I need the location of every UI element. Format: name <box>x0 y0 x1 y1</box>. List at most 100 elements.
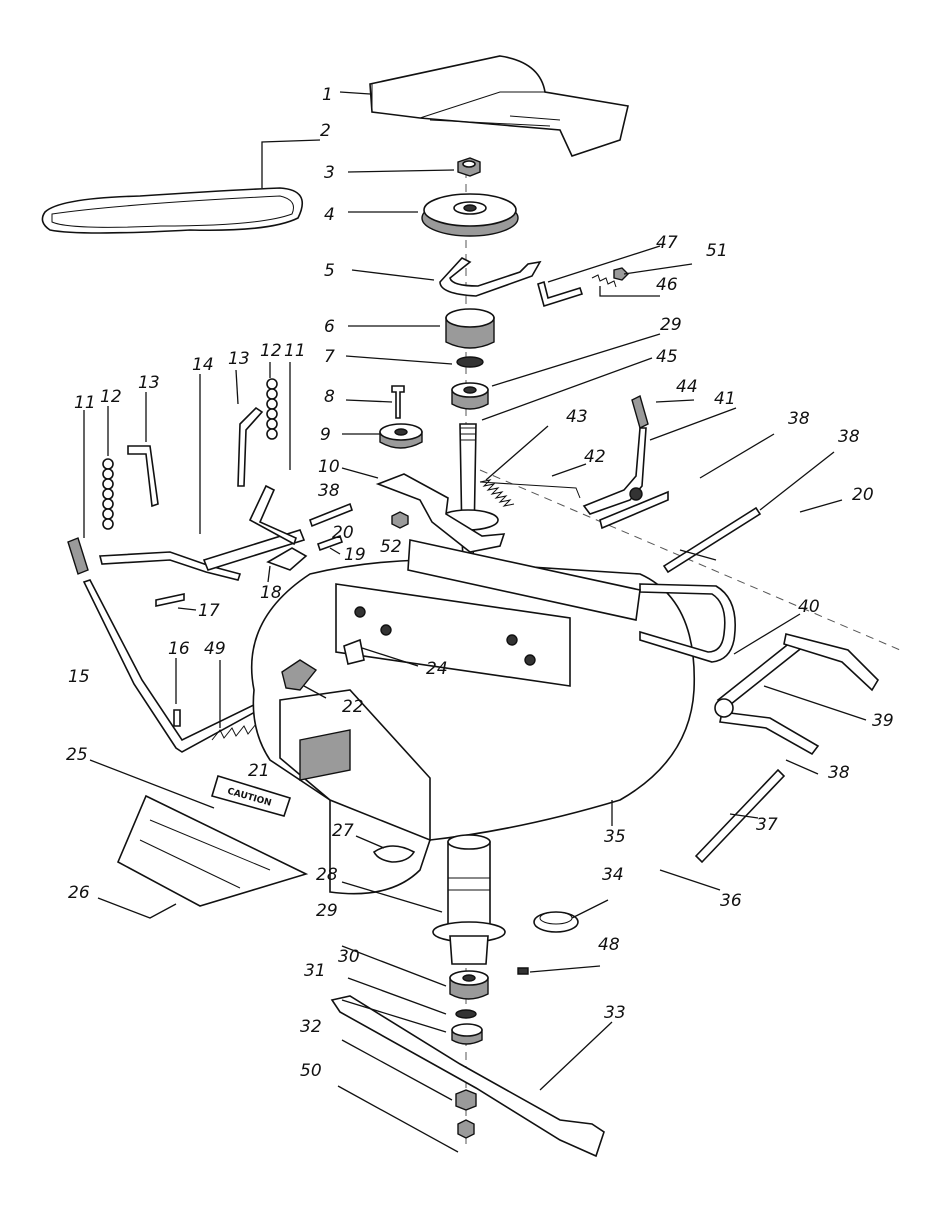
callout-labels: 1 2 3 4 5 6 7 8 9 10 11 11 12 12 13 13 1… <box>66 85 894 1081</box>
callout-14: 14 <box>192 355 214 375</box>
callout-43: 43 <box>566 407 588 427</box>
rod-19 <box>316 534 344 552</box>
swivel-block <box>281 659 318 691</box>
leader-lines <box>83 91 867 1153</box>
idler-arm <box>375 473 506 553</box>
callout-4: 4 <box>324 205 335 225</box>
callout-38-lower: 38 <box>828 763 850 783</box>
callout-13-left: 13 <box>138 373 160 393</box>
callout-30: 30 <box>338 947 360 967</box>
callout-47: 47 <box>656 233 678 253</box>
callout-48: 48 <box>598 935 620 955</box>
callout-8: 8 <box>324 387 335 407</box>
axle-assembly <box>714 633 880 756</box>
lock-nut <box>457 1119 475 1139</box>
shift-lever-bracket <box>98 551 242 581</box>
nut <box>457 157 481 177</box>
lower-washer <box>455 1009 477 1019</box>
callout-21: 21 <box>248 761 270 781</box>
callout-39: 39 <box>872 711 894 731</box>
callout-5: 5 <box>324 261 335 281</box>
small-spring <box>591 274 617 288</box>
callout-28: 28 <box>316 865 338 885</box>
callout-49: 49 <box>204 639 226 659</box>
callout-20-right: 20 <box>852 485 874 505</box>
belt-keeper-bracket <box>439 257 542 297</box>
blade-adapter <box>451 1023 483 1045</box>
callout-9: 9 <box>320 425 331 445</box>
callout-2: 2 <box>320 121 331 141</box>
callout-33: 33 <box>604 1003 626 1023</box>
callout-6: 6 <box>324 317 335 337</box>
callout-1: 1 <box>322 85 333 105</box>
callout-11-left: 11 <box>74 393 96 413</box>
retaining-ring <box>372 845 416 863</box>
long-rod <box>662 506 762 574</box>
callout-36: 36 <box>720 891 742 911</box>
clevis <box>266 547 308 571</box>
height-lever <box>582 394 669 530</box>
axis-line-right <box>479 469 901 651</box>
set-screw <box>517 967 529 975</box>
callout-27: 27 <box>332 821 354 841</box>
upper-bearing <box>451 382 489 410</box>
callout-12-left: 12 <box>100 387 122 407</box>
callout-11-right: 11 <box>284 341 306 361</box>
lower-bearing <box>449 970 489 1000</box>
callout-37: 37 <box>756 815 778 835</box>
callout-25: 25 <box>66 745 88 765</box>
callout-7: 7 <box>324 347 335 367</box>
callout-12-right: 12 <box>260 341 282 361</box>
idler-spring <box>479 479 581 507</box>
height-handle <box>67 537 267 753</box>
callout-32: 32 <box>300 1017 322 1037</box>
bushing-stack-right <box>266 378 278 440</box>
pulley <box>421 193 519 237</box>
washer <box>456 356 484 368</box>
needle-bearing <box>533 911 579 933</box>
callout-44: 44 <box>676 377 698 397</box>
callout-24: 24 <box>426 659 448 679</box>
callout-38-right-a: 38 <box>788 409 810 429</box>
callout-38-right-b: 38 <box>838 427 860 447</box>
callout-19: 19 <box>344 545 366 565</box>
blade-nut <box>455 1089 477 1111</box>
callout-29-lower: 29 <box>316 901 338 921</box>
callout-10: 10 <box>318 457 340 477</box>
bolt <box>391 385 405 419</box>
rod-20-left <box>309 502 353 528</box>
link-arm <box>248 484 297 546</box>
idler-pulley <box>379 423 423 449</box>
belt-guard-cover <box>369 55 629 157</box>
callout-52: 52 <box>380 537 402 557</box>
pivot-shaft <box>202 529 306 571</box>
callout-34: 34 <box>602 865 624 885</box>
callout-41: 41 <box>714 389 736 409</box>
idler-nut <box>391 511 409 529</box>
callout-50: 50 <box>300 1061 322 1081</box>
callout-26: 26 <box>68 883 90 903</box>
callout-45: 45 <box>656 347 678 367</box>
callout-16: 16 <box>168 639 190 659</box>
l-bolt <box>537 280 584 308</box>
callout-22: 22 <box>342 697 364 717</box>
callout-38-left: 38 <box>318 481 340 501</box>
mounting-plate <box>335 539 641 687</box>
callout-51: 51 <box>706 241 728 261</box>
callout-13-right: 13 <box>228 349 250 369</box>
pin-17 <box>155 593 185 607</box>
v-belt <box>41 187 303 234</box>
deck-u-bar <box>639 583 736 663</box>
caution-decal: CAUTION <box>210 774 292 817</box>
l-pin-left <box>127 445 159 508</box>
spacer <box>445 308 495 349</box>
l-pin-right <box>237 406 264 487</box>
callout-29-upper: 29 <box>660 315 682 335</box>
spindle-housing <box>432 834 506 965</box>
callout-46: 46 <box>656 275 678 295</box>
callout-17: 17 <box>198 601 220 621</box>
callout-40: 40 <box>798 597 820 617</box>
callout-42: 42 <box>584 447 606 467</box>
callout-15: 15 <box>68 667 90 687</box>
